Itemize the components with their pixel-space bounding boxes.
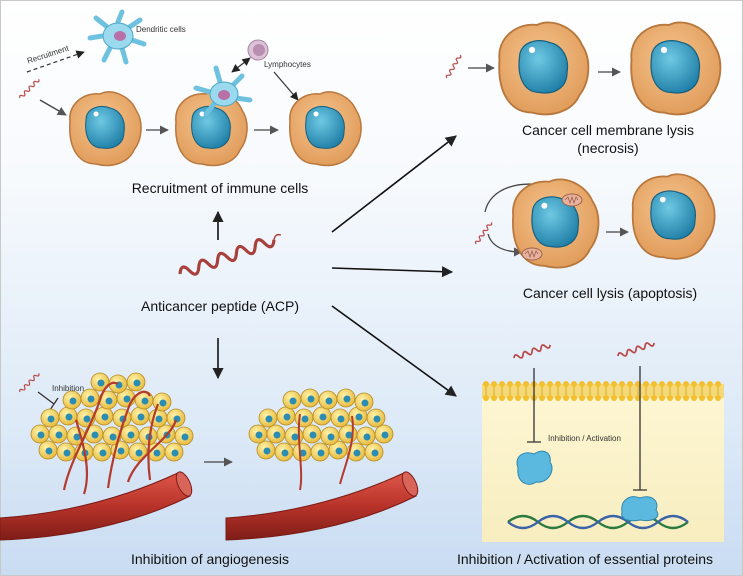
blood-vessel-icon — [0, 471, 193, 541]
recruitment-dashed-arrow — [26, 50, 85, 73]
cancer-cell-icon — [631, 173, 716, 260]
lymphocytes-label: Lymphocytes — [264, 60, 311, 69]
mitochondria-icon — [521, 193, 583, 261]
arrow-to-cell — [39, 99, 67, 116]
inhibition-label: Inhibition — [52, 384, 85, 393]
protein-icon — [516, 450, 553, 485]
blood-vessel-icon — [225, 471, 419, 541]
arrow-to-necrosis — [331, 135, 457, 233]
inhibition-line — [633, 366, 647, 491]
cancer-cell-icon — [630, 21, 722, 116]
peptide-icon — [512, 341, 552, 362]
inhibition-line — [527, 368, 541, 443]
tumor-mass-icon — [248, 388, 394, 491]
necrosis-label-line2: (necrosis) — [577, 140, 639, 156]
peptide-icon — [616, 339, 656, 360]
cancer-cell-icon — [498, 21, 590, 116]
acp-peptide-icon — [178, 233, 282, 276]
cancer-cell-icon — [175, 91, 248, 167]
arrow-to-cell — [487, 233, 523, 257]
necrosis-label-line1: Cancer cell membrane lysis — [522, 122, 694, 138]
protein-on-dna-icon — [621, 496, 659, 522]
peptide-icon — [444, 53, 463, 80]
peptide-icon — [474, 220, 494, 246]
dendritic-cell-icon — [193, 65, 253, 117]
recruitment-immune-label: Recruitment of immune cells — [131, 180, 309, 196]
cancer-cell-icon — [289, 91, 362, 167]
apoptosis-label: Cancer cell lysis (apoptosis) — [522, 285, 698, 301]
lymphocyte-arrow — [273, 71, 299, 101]
peptide-icon — [18, 77, 41, 100]
peptide-icon — [18, 371, 41, 394]
cancer-cell-icon — [69, 91, 142, 167]
angiogenesis-label: Inhibition of angiogenesis — [130, 551, 289, 567]
lymphocyte-icon — [247, 39, 269, 61]
inhibition-activation-small-label: Inhibition / Activation — [548, 434, 621, 443]
tumor-mass-icon — [30, 372, 194, 495]
dendritic-cells-label: Dendritic cells — [136, 25, 186, 34]
essential-proteins-label: Inhibition / Activation of essential pro… — [456, 551, 714, 567]
acp-label: Anticancer peptide (ACP) — [141, 298, 299, 314]
dendritic-cell-icon — [87, 9, 147, 65]
dc-lymphocyte-double-arrow — [231, 57, 251, 73]
arrow-to-proteins — [331, 305, 457, 397]
inhibition-line — [37, 391, 59, 411]
arrow-to-apoptosis — [331, 266, 454, 278]
